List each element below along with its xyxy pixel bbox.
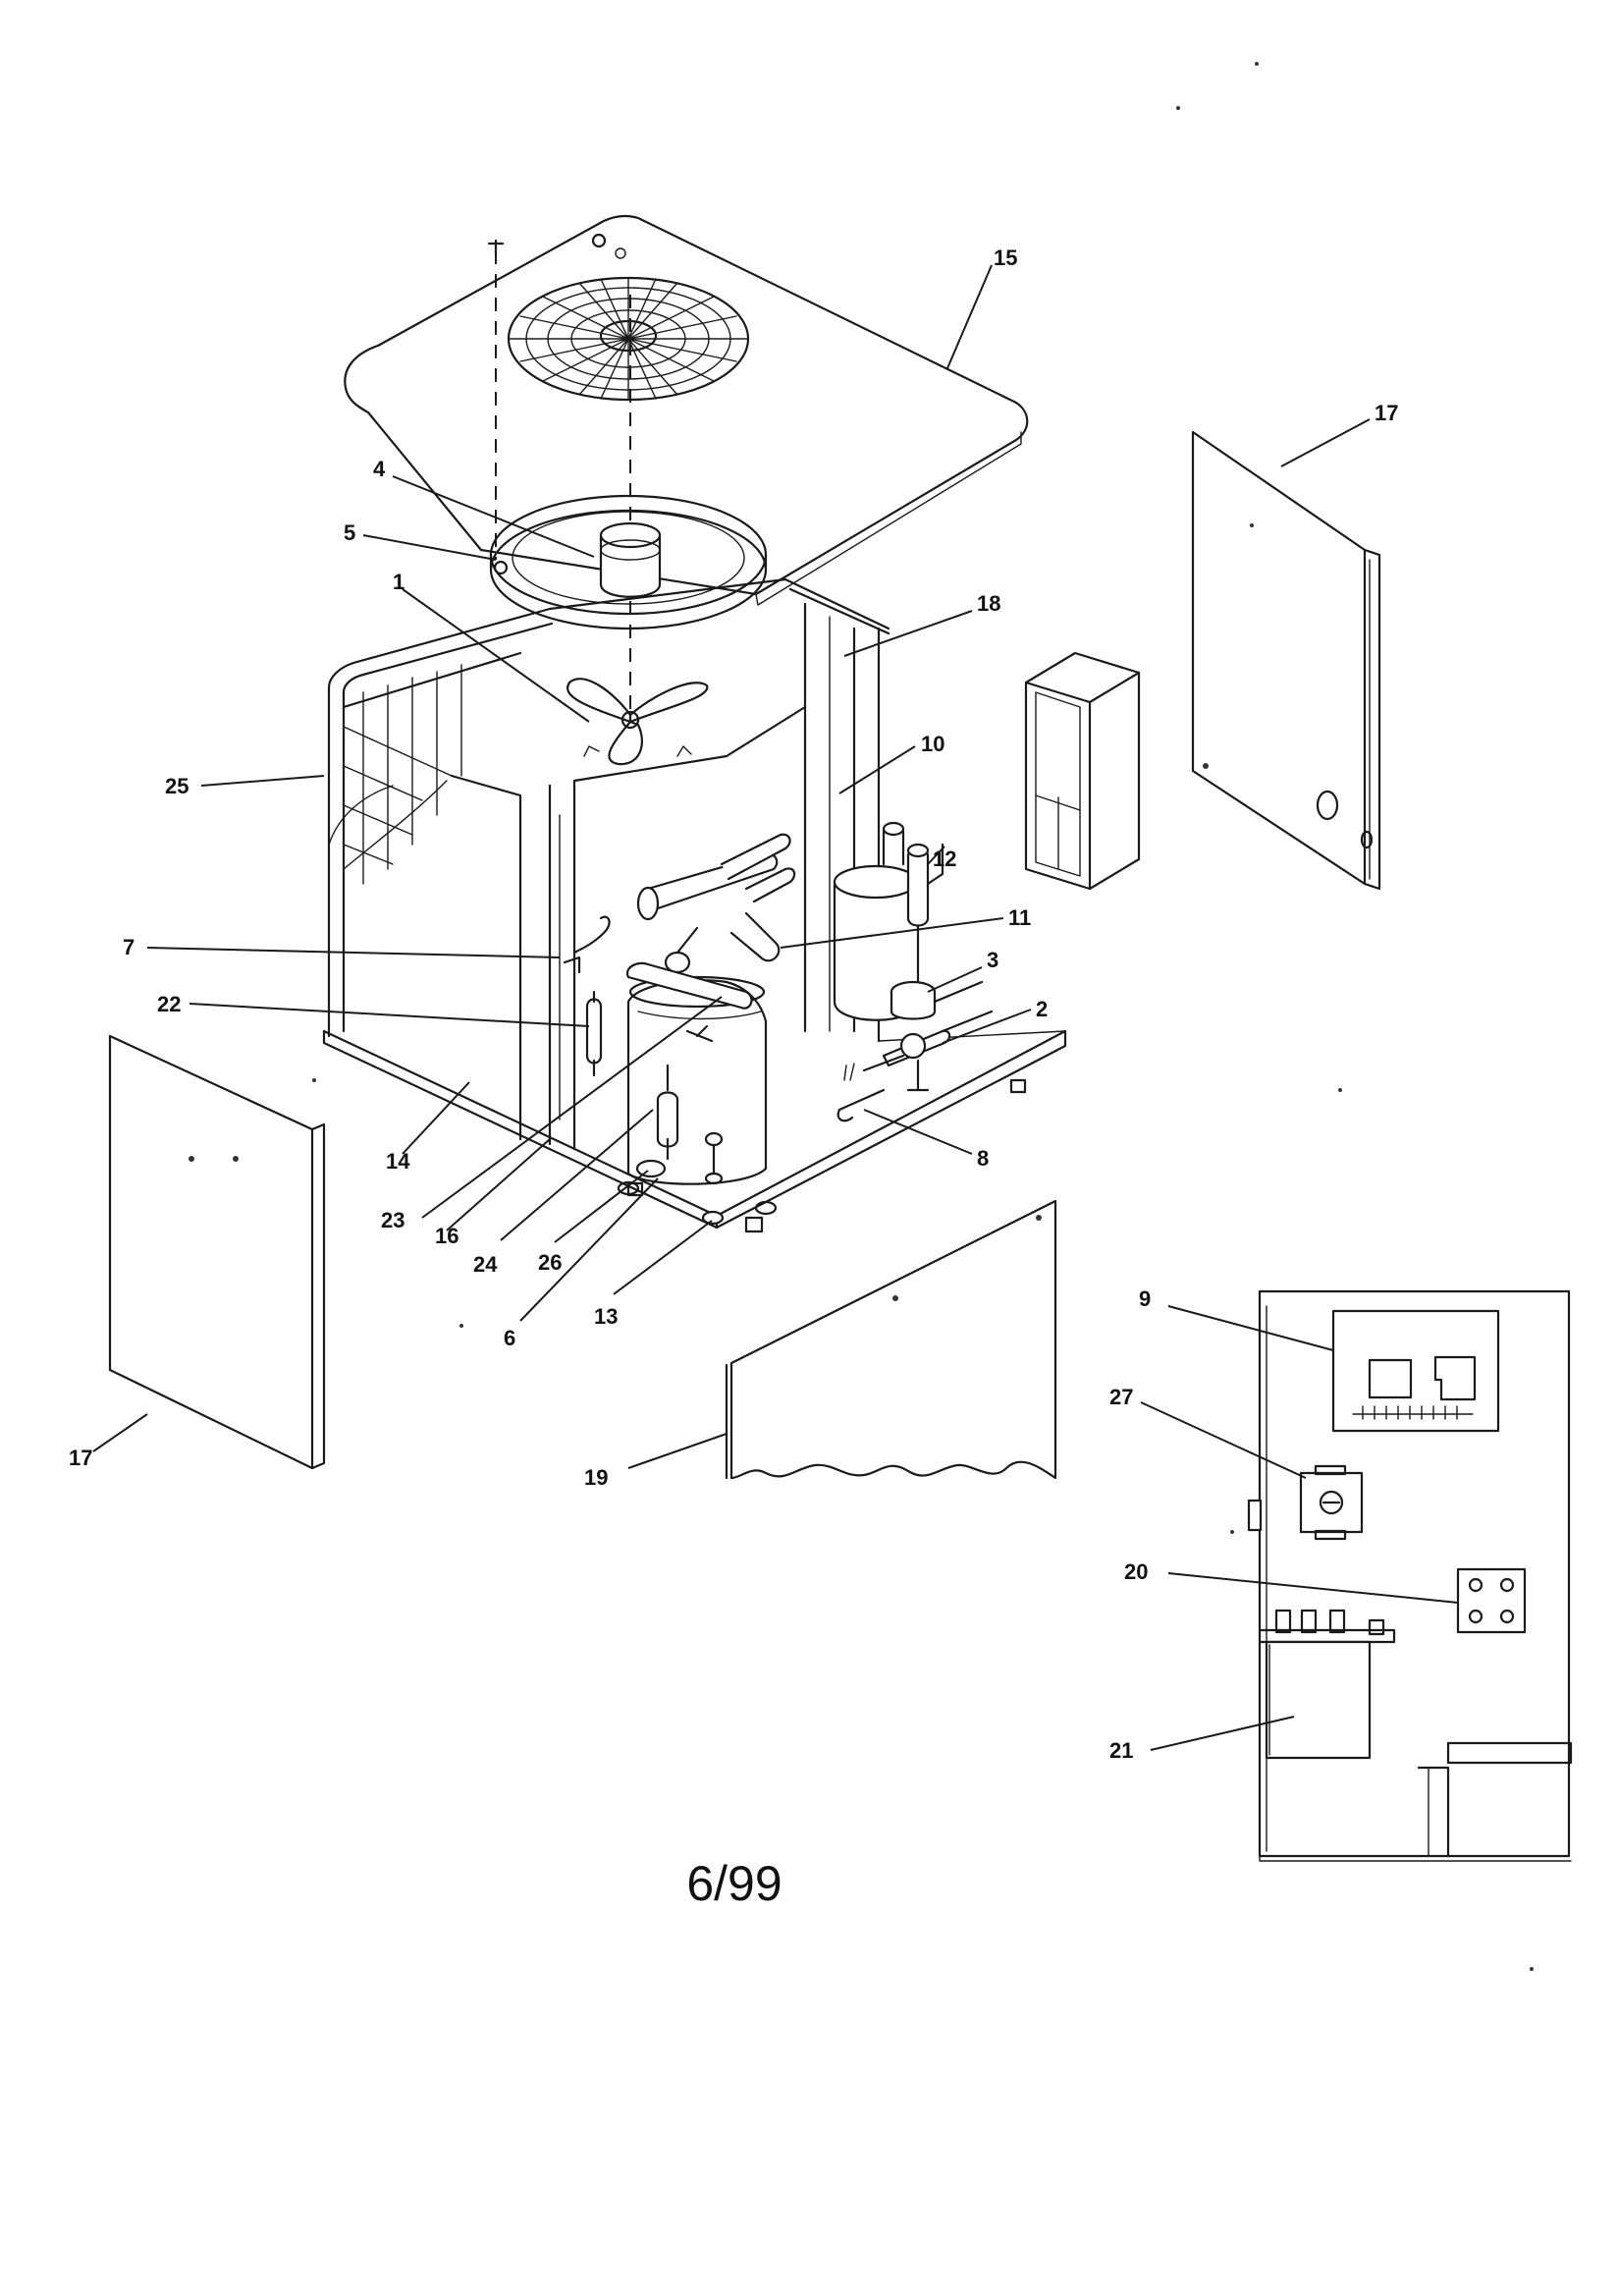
compressor-mounts [617, 1131, 778, 1226]
callout-23: 23 [381, 1208, 404, 1232]
filter-drier [585, 990, 603, 1077]
callout-3: 3 [987, 948, 998, 972]
service-valves [862, 980, 994, 1092]
compressor [625, 961, 768, 1185]
callout-1: 1 [393, 570, 404, 594]
pressure-switch [836, 1063, 886, 1122]
terminal-block [1456, 1567, 1527, 1634]
callout-26: 26 [538, 1250, 562, 1275]
callout-22: 22 [157, 992, 181, 1016]
callout-16: 16 [435, 1224, 458, 1248]
callout-19: 19 [584, 1465, 608, 1490]
run-capacitor [1258, 1609, 1396, 1760]
scan-noise [312, 62, 1534, 1971]
callout-27: 27 [1109, 1385, 1133, 1409]
callout-11: 11 [1008, 905, 1031, 930]
start-relay [1247, 1464, 1364, 1541]
contactor-board [1331, 1309, 1500, 1433]
callout-25: 25 [165, 774, 189, 798]
fan-grille [507, 276, 750, 402]
callout-7: 7 [123, 935, 135, 959]
callout-21: 21 [1109, 1738, 1133, 1763]
callout-10: 10 [921, 732, 944, 756]
fan-motor [599, 521, 662, 598]
lower-bracket [1417, 1741, 1573, 1858]
coil-manifold [636, 833, 796, 974]
callout-17-right: 17 [1375, 401, 1398, 425]
callout-13: 13 [594, 1304, 618, 1329]
callout-17-left: 17 [69, 1446, 92, 1470]
top-bolt [487, 239, 505, 257]
callout-15: 15 [994, 246, 1017, 270]
callout-18: 18 [977, 591, 1000, 616]
callout-24: 24 [473, 1252, 498, 1277]
fan-orifice [489, 494, 768, 630]
callout-5: 5 [344, 520, 355, 545]
control-box-cover [1024, 651, 1141, 891]
fan-blade [566, 678, 709, 766]
leader-lines [92, 264, 1459, 1751]
callout-8: 8 [977, 1146, 989, 1171]
coil-fins [343, 664, 462, 885]
side-panel-right [1191, 430, 1381, 891]
refrigerant-line [563, 915, 611, 974]
callout-2: 2 [1036, 997, 1048, 1021]
date-code: 6/99 [686, 1856, 782, 1911]
callout-14: 14 [386, 1149, 410, 1174]
callout-20: 20 [1124, 1559, 1148, 1584]
callout-12: 12 [933, 847, 956, 871]
callout-6: 6 [504, 1326, 515, 1350]
top-screw [591, 233, 626, 259]
side-panel-left [108, 1034, 326, 1470]
callout-4: 4 [373, 457, 386, 481]
top-panel [344, 214, 1029, 606]
front-panel [328, 785, 394, 1032]
callout-9: 9 [1139, 1286, 1151, 1311]
access-panel [725, 1199, 1057, 1480]
